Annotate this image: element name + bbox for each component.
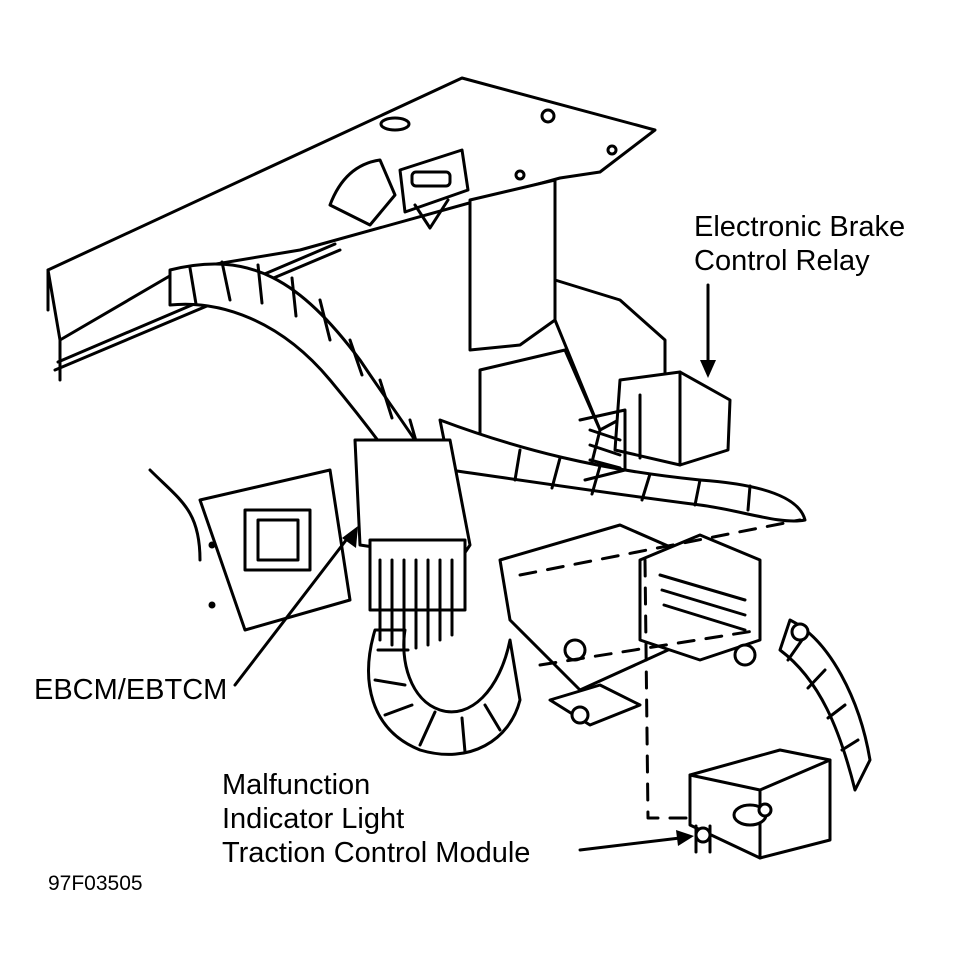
dashed-guides (518, 518, 802, 820)
mil-arrowhead (676, 830, 694, 846)
mil-label-line2: Indicator Light (222, 803, 405, 835)
ebcm-label: EBCM/EBTCM (34, 674, 228, 706)
leader-arrows (233, 283, 716, 852)
figure-id: 97F03505 (48, 872, 143, 895)
relay-label: Electronic Brake Control Relay (694, 210, 905, 278)
relay-label-line1: Electronic Brake (694, 211, 906, 243)
ebcm-module (353, 438, 472, 652)
relay-label-line2: Control Relay (694, 245, 870, 277)
mil-module (688, 748, 832, 860)
control-relay (578, 370, 732, 482)
mil-label-line3: Traction Control Module (222, 837, 531, 869)
frame-bracket (148, 468, 352, 632)
mil-label-line1: Malfunction (222, 769, 371, 801)
bracket-clip (328, 148, 470, 230)
mil-label: Malfunction Indicator Light Traction Con… (222, 768, 530, 870)
center-bracket (498, 523, 762, 727)
relay-arrowhead (700, 360, 716, 378)
ebcm-arrowhead (342, 526, 358, 548)
